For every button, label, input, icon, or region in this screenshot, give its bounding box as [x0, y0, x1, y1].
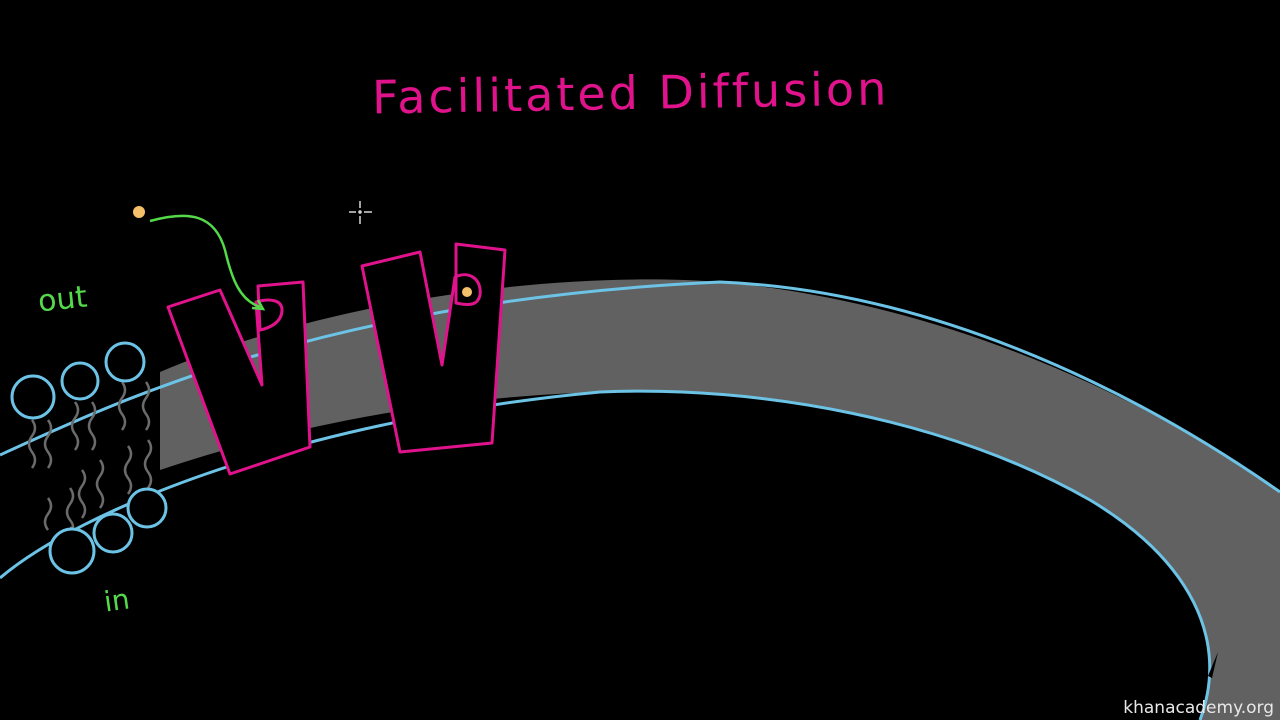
membrane-inner-line: [0, 389, 1212, 720]
phospholipid-heads-outer: [10, 341, 146, 420]
phospholipid-head: [104, 341, 146, 383]
phospholipid-heads-inner: [48, 487, 168, 575]
carrier-protein-2: [360, 242, 507, 454]
phospholipid-head: [60, 361, 100, 401]
outside-label: out: [36, 279, 89, 320]
phospholipid-head: [126, 487, 168, 529]
lipid-tails: [27, 381, 153, 531]
arrow-head-icon: [251, 299, 266, 311]
membrane-band: [160, 279, 1280, 720]
phospholipid-head: [10, 374, 56, 420]
watermark: khanacademy.org: [1123, 698, 1274, 718]
crosshair-cursor-icon: [349, 201, 372, 224]
membrane-notch: [1208, 652, 1218, 678]
phospholipid-head: [92, 512, 134, 554]
bound-solute-molecule: [462, 287, 472, 297]
membrane-outer-line: [0, 280, 1280, 494]
phospholipid-head: [48, 527, 96, 575]
diagram-title: Facilitated Diffusion: [371, 61, 890, 125]
inside-label: in: [101, 582, 132, 619]
solute-molecule: [133, 206, 145, 218]
binding-arrow: [149, 214, 261, 309]
